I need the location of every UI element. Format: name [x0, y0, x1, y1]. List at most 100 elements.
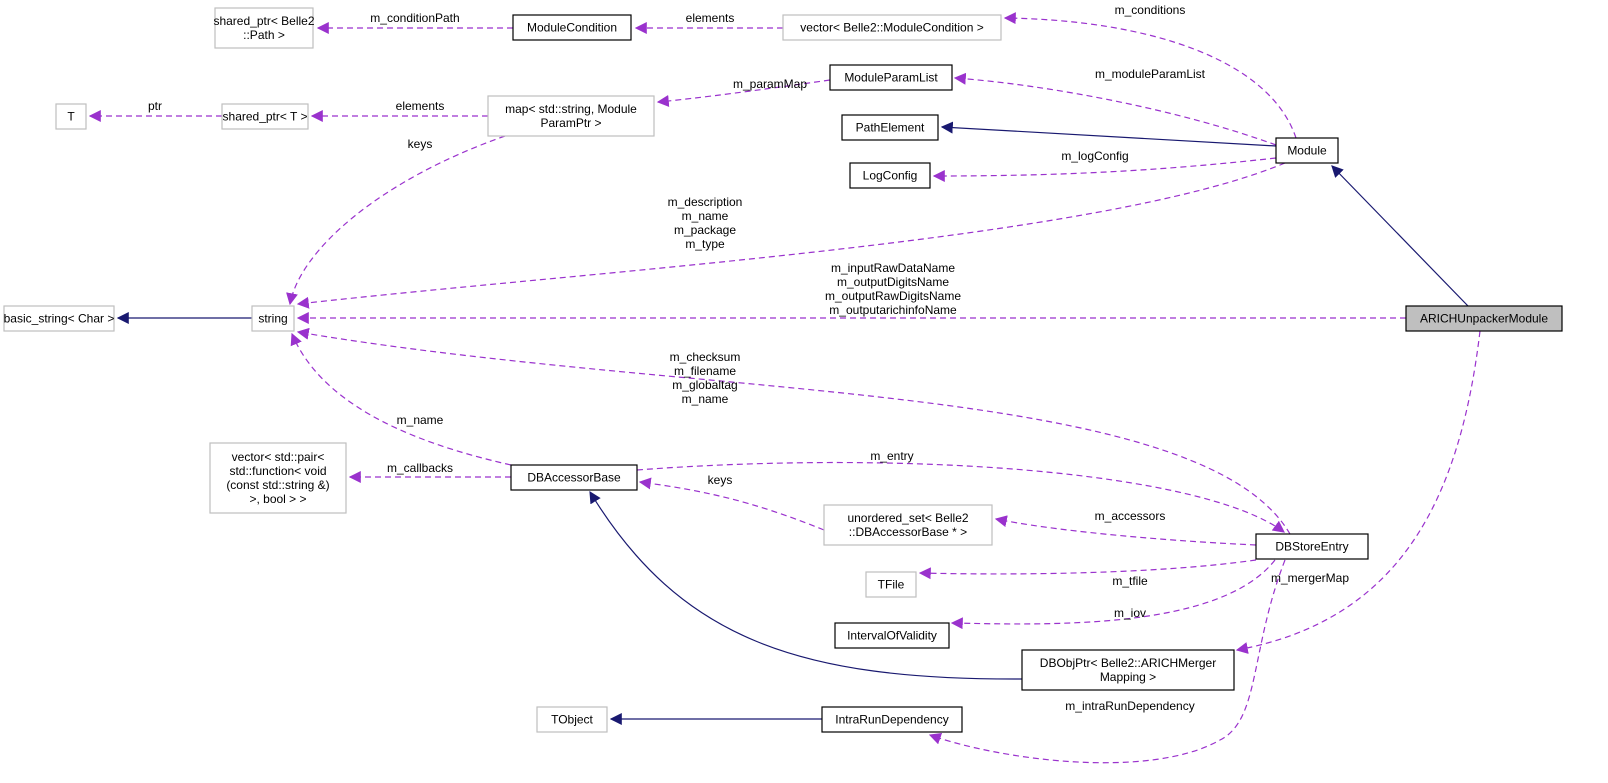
node-label: TObject: [551, 713, 593, 727]
edge-label: m_outputRawDigitsName: [825, 289, 961, 303]
edge-arich-to-string: m_inputRawDataNamem_outputDigitsNamem_ou…: [296, 261, 1406, 324]
node-label: DBObjPtr< Belle2::ARICHMerger: [1040, 656, 1216, 670]
edge-db_store_entry-to-tfile: m_tfile: [918, 559, 1257, 588]
inheritance-arrow: [589, 490, 1023, 680]
edge-label: m_tfile: [1112, 574, 1148, 588]
node-t[interactable]: T: [55, 103, 87, 130]
edge-label: m_name: [682, 392, 729, 406]
node-shared-t[interactable]: shared_ptr< T >: [221, 103, 309, 130]
edge-label: m_outputDigitsName: [837, 275, 949, 289]
node-vector-modcond[interactable]: vector< Belle2::ModuleCondition >: [782, 14, 1002, 41]
node-label: PathElement: [856, 121, 925, 135]
node-label: basic_string< Char >: [4, 312, 115, 326]
node-label: ModuleCondition: [527, 21, 617, 35]
node-vector-pair[interactable]: vector< std::pair<std::function< void(co…: [209, 442, 347, 514]
node-module-condition[interactable]: ModuleCondition: [512, 14, 632, 41]
dependency-arrow: [1235, 330, 1481, 654]
node-label: T: [67, 110, 75, 124]
dependency-arrow: [296, 327, 1291, 535]
dependency-arrow: [918, 559, 1257, 580]
node-label: vector< std::pair<: [232, 450, 325, 464]
node-tfile[interactable]: TFile: [865, 571, 917, 598]
edge-label: elements: [686, 11, 735, 25]
edge-label: m_entry: [870, 449, 913, 463]
dependency-arrow: [950, 559, 1276, 630]
edge-label: m_inputRawDataName: [831, 261, 955, 275]
edge-label: m_description: [668, 195, 743, 209]
node-db-store-entry[interactable]: DBStoreEntry: [1255, 533, 1369, 560]
node-label: IntraRunDependency: [835, 713, 948, 727]
node-intra-run-dependency[interactable]: IntraRunDependency: [821, 706, 963, 733]
node-label: std::function< void: [229, 464, 326, 478]
dependency-arrow: [1003, 12, 1297, 139]
node-path-element[interactable]: PathElement: [841, 114, 939, 141]
node-label: TFile: [878, 578, 905, 592]
edge-db_store_entry-to-interval_of_validity: m_iov: [950, 559, 1276, 630]
edge-label: m_type: [685, 237, 725, 251]
edge-module_condition-to-shared_path: m_conditionPath: [316, 11, 513, 34]
edge-arich-to-db_obj_ptr: m_mergerMap: [1235, 330, 1481, 654]
inheritance-arrow: [940, 121, 1277, 147]
edge-label: m_checksum: [670, 350, 741, 364]
edge-label: ptr: [148, 99, 162, 113]
edge-module-to-module_param_list: m_moduleParamList: [953, 67, 1277, 146]
edge-module-to-log_config: m_logConfig: [932, 149, 1277, 182]
node-basic-string[interactable]: basic_string< Char >: [3, 305, 115, 332]
node-label: unordered_set< Belle2: [847, 511, 968, 525]
node-db-accessor-base[interactable]: DBAccessorBase: [510, 464, 638, 491]
edge-label: keys: [408, 137, 433, 151]
edge-db_store_entry-to-intra_run_dependency: m_intraRunDependency: [928, 559, 1286, 764]
edge-unordered_set-to-db_accessor_base: keys: [638, 473, 825, 531]
node-label: >, bool > >: [249, 492, 306, 506]
node-label: DBStoreEntry: [1275, 540, 1348, 554]
edge-map-to-string: keys: [286, 135, 506, 306]
node-label: map< std::string, Module: [505, 102, 637, 116]
node-label: Mapping >: [1100, 670, 1156, 684]
node-label: LogConfig: [863, 169, 918, 183]
edge-label: m_package: [674, 223, 736, 237]
node-label: DBAccessorBase: [527, 471, 621, 485]
dependency-arrow: [928, 559, 1286, 764]
dependency-arrow: [286, 135, 506, 306]
dependency-arrow: [994, 515, 1257, 546]
edge-arich-to-module: [1331, 165, 1469, 307]
node-label: shared_ptr< Belle2: [213, 14, 314, 28]
edge-label: m_callbacks: [387, 461, 453, 475]
node-label: ModuleParamList: [844, 71, 938, 85]
dependency-arrow: [296, 162, 1286, 309]
edge-db_accessor_base-to-db_store_entry: m_entry: [636, 449, 1285, 533]
dependency-arrow: [953, 72, 1277, 146]
inheritance-arrow: [1331, 165, 1469, 307]
node-log-config[interactable]: LogConfig: [849, 162, 931, 189]
dependency-arrow: [656, 79, 831, 107]
edge-label: m_iov: [1114, 606, 1146, 620]
node-label: Module: [1287, 144, 1327, 158]
edge-db_store_entry-to-unordered_set: m_accessors: [994, 509, 1257, 546]
edge-label: m_outputarichinfoName: [829, 303, 957, 317]
node-label: string: [258, 312, 287, 326]
edge-label: m_mergerMap: [1271, 571, 1349, 585]
dependency-arrow: [638, 477, 825, 531]
node-label: ParamPtr >: [540, 116, 601, 130]
node-module[interactable]: Module: [1275, 137, 1339, 164]
node-unordered-set[interactable]: unordered_set< Belle2::DBAccessorBase * …: [823, 504, 993, 546]
node-label: ::DBAccessorBase * >: [849, 525, 967, 539]
node-string[interactable]: string: [251, 305, 295, 332]
node-label: shared_ptr< T >: [223, 110, 308, 124]
edge-label: m_conditions: [1115, 3, 1186, 17]
edge-db_accessor_base-to-string: m_name: [290, 332, 512, 466]
edge-label: m_filename: [674, 364, 736, 378]
edge-vector_modcond-to-module_condition: elements: [634, 11, 783, 34]
node-interval-of-validity[interactable]: IntervalOfValidity: [834, 622, 950, 649]
node-tobject[interactable]: TObject: [536, 706, 608, 733]
node-shared-path[interactable]: shared_ptr< Belle2::Path >: [213, 7, 315, 49]
dependency-arrow: [636, 461, 1285, 533]
edge-module-to-path_element: [940, 121, 1277, 147]
edge-label: m_name: [682, 209, 729, 223]
dependency-arrow: [932, 157, 1277, 182]
edge-label: m_name: [397, 413, 444, 427]
node-module-param-list[interactable]: ModuleParamList: [829, 64, 953, 91]
